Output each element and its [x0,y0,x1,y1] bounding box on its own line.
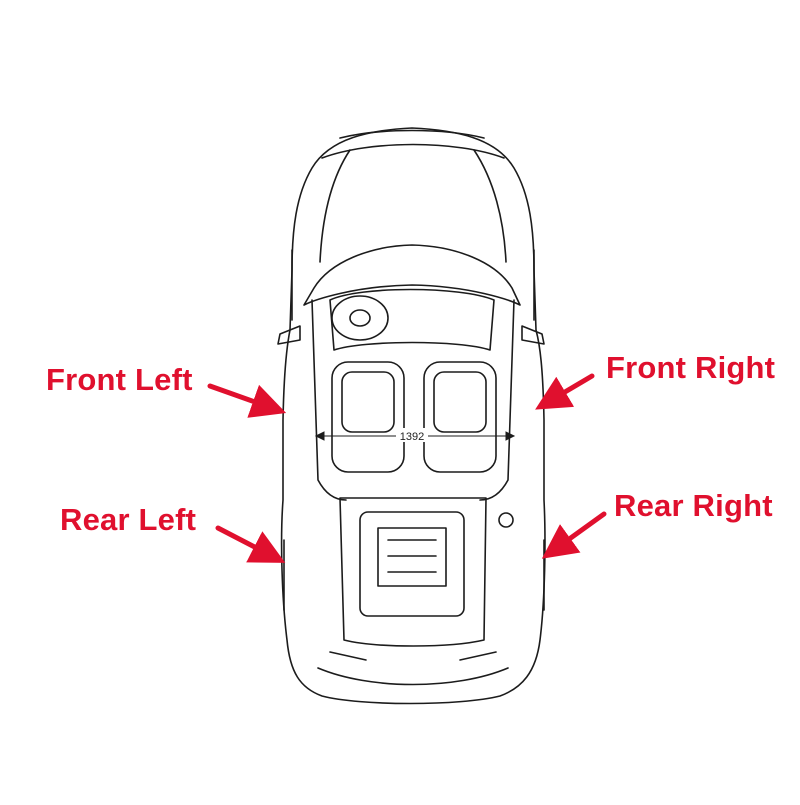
seat-left-cushion [341,371,395,433]
seat-right-cushion [433,371,487,433]
cabin-right-side [479,299,515,501]
rear-bumper-line [317,667,509,686]
arrows [207,373,607,563]
engine-bay [359,511,465,617]
engine-detail [387,539,437,573]
seat-left [331,361,405,473]
arrow-front-right [535,373,595,410]
rear-lights [329,651,497,661]
engine-block [377,527,447,587]
arrow-rear-right [541,511,607,559]
label-front-left: Front Left [46,362,193,397]
steering-hub [349,309,371,327]
mirror-right [521,325,545,345]
cabin-left-side [311,299,347,501]
label-rear-right: Rear Right [614,488,773,523]
rear-deck [339,497,487,647]
label-rear-left: Rear Left [60,502,197,537]
windshield-frame [303,244,521,306]
dashboard [329,288,495,351]
arrow-front-left [207,383,287,418]
fuel-cap [498,512,514,528]
car-body-outline [280,127,546,705]
front-bumper-line [321,143,505,159]
hood-crease-left [319,149,351,263]
steering-wheel [331,295,389,341]
front-grille-curve [339,129,485,139]
label-front-right: Front Right [606,350,776,385]
hood-crease-right [473,149,507,263]
arrow-rear-left [215,525,286,563]
cabin-width-value: 1392 [400,431,424,443]
seat-right [423,361,497,473]
mirror-left [277,325,301,345]
